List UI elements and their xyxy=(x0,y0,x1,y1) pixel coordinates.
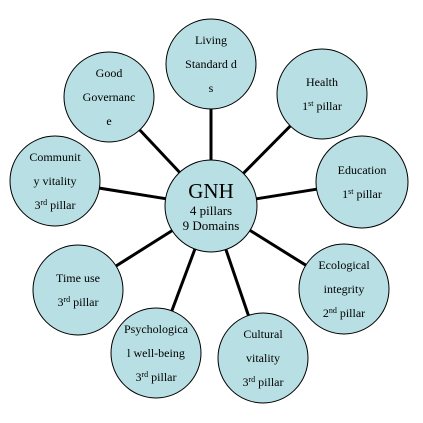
pillar-label: 2nd pillar xyxy=(323,306,365,320)
domain-circle xyxy=(315,135,409,229)
domain-label-line: l well-being xyxy=(127,346,185,360)
connector-line-health xyxy=(242,124,292,175)
pillar-word: pillar xyxy=(148,370,176,384)
connectors xyxy=(99,109,317,316)
domain-circle xyxy=(63,51,155,143)
pillar-ordinal-suffix: rd xyxy=(249,375,256,384)
domain-node-health: Health 1st pillar xyxy=(276,48,368,140)
domain-label-line: Standard d xyxy=(185,57,237,71)
pillar-label: 3rd pillar xyxy=(35,198,76,212)
pillar-ordinal-suffix: st xyxy=(348,187,354,196)
connector-line-community-vitality xyxy=(99,186,166,201)
pillar-number: 3 xyxy=(243,375,249,389)
domain-label-line: Psychologica xyxy=(124,322,189,336)
domain-label-line: Cultural xyxy=(243,327,283,341)
domain-node-cultural-vitality: Cultural vitality 3rd pillar xyxy=(217,312,309,404)
domain-node-time-use: Time use 3rd pillar xyxy=(32,244,124,336)
pillar-label: 1st pillar xyxy=(302,99,342,113)
pillar-label: 3rd pillar xyxy=(58,295,99,309)
connector-line-time-use xyxy=(115,229,173,268)
pillar-word: pillar xyxy=(255,375,283,389)
domain-circle xyxy=(217,312,309,404)
pillar-word: pillar xyxy=(337,306,365,320)
domain-label-line: Good xyxy=(96,66,123,80)
pillar-label: 1st pillar xyxy=(342,187,382,201)
domain-node-ecological-integrity: Ecological integrity 2nd pillar xyxy=(298,243,390,335)
domain-label-line: e xyxy=(106,114,111,128)
connector-line-cultural-vitality xyxy=(224,249,250,316)
domain-label-line: Education xyxy=(338,163,387,177)
domain-circle xyxy=(276,48,368,140)
domain-label-line: s xyxy=(209,81,214,95)
center-title: GNH xyxy=(188,179,234,203)
domain-circle xyxy=(165,18,257,110)
pillar-number: 2 xyxy=(323,306,329,320)
center-pillars-text: 4 pillars xyxy=(190,203,232,218)
connector-line-good-governance xyxy=(138,128,181,174)
domain-label-line: vitality xyxy=(246,351,280,365)
center-domains-text: 9 Domains xyxy=(183,218,240,233)
center-circle xyxy=(164,159,258,253)
pillar-ordinal-suffix: nd xyxy=(329,306,337,315)
domain-label-line: Living xyxy=(195,33,227,47)
domain-label-line: integrity xyxy=(324,282,365,296)
pillar-ordinal-suffix: rd xyxy=(64,295,71,304)
domain-label-line: Time use xyxy=(56,271,100,285)
pillar-number: 1 xyxy=(302,99,308,113)
connector-line-psychological-wellbeing xyxy=(170,248,197,312)
domain-circle xyxy=(9,135,101,227)
pillar-label: 3rd pillar xyxy=(136,370,177,384)
domain-circle xyxy=(32,244,124,336)
pillar-ordinal-suffix: st xyxy=(308,99,314,108)
domain-label-line: Governanc xyxy=(83,90,136,104)
domain-label-line: Ecological xyxy=(318,258,370,272)
pillar-number: 3 xyxy=(58,295,64,309)
domain-label-line: Communit xyxy=(29,150,81,164)
pillar-word: pillar xyxy=(314,99,342,113)
domain-node-psychological-wellbeing: Psychologica l well-being 3rd pillar xyxy=(110,307,202,399)
pillar-label: 3rd pillar xyxy=(243,375,284,389)
pillar-ordinal-suffix: rd xyxy=(142,370,149,379)
domain-label-line: Health xyxy=(306,75,338,89)
center-node: GNH 4 pillars 9 Domains xyxy=(164,159,258,253)
connector-line-ecological-integrity xyxy=(249,229,307,267)
domain-circle xyxy=(298,243,390,335)
domain-circle xyxy=(110,307,202,399)
pillar-ordinal-suffix: rd xyxy=(41,198,48,207)
pillar-number: 3 xyxy=(35,198,41,212)
pillar-word: pillar xyxy=(70,295,98,309)
pillar-number: 3 xyxy=(136,370,142,384)
pillar-number: 1 xyxy=(342,187,348,201)
domain-node-community-vitality: Communit y vitality 3rd pillar xyxy=(9,135,101,227)
connector-line-education xyxy=(256,187,317,201)
domain-node-education: Education 1st pillar xyxy=(315,135,409,229)
pillar-word: pillar xyxy=(47,198,75,212)
domain-label-line: y vitality xyxy=(34,174,77,188)
pillar-word: pillar xyxy=(354,187,382,201)
